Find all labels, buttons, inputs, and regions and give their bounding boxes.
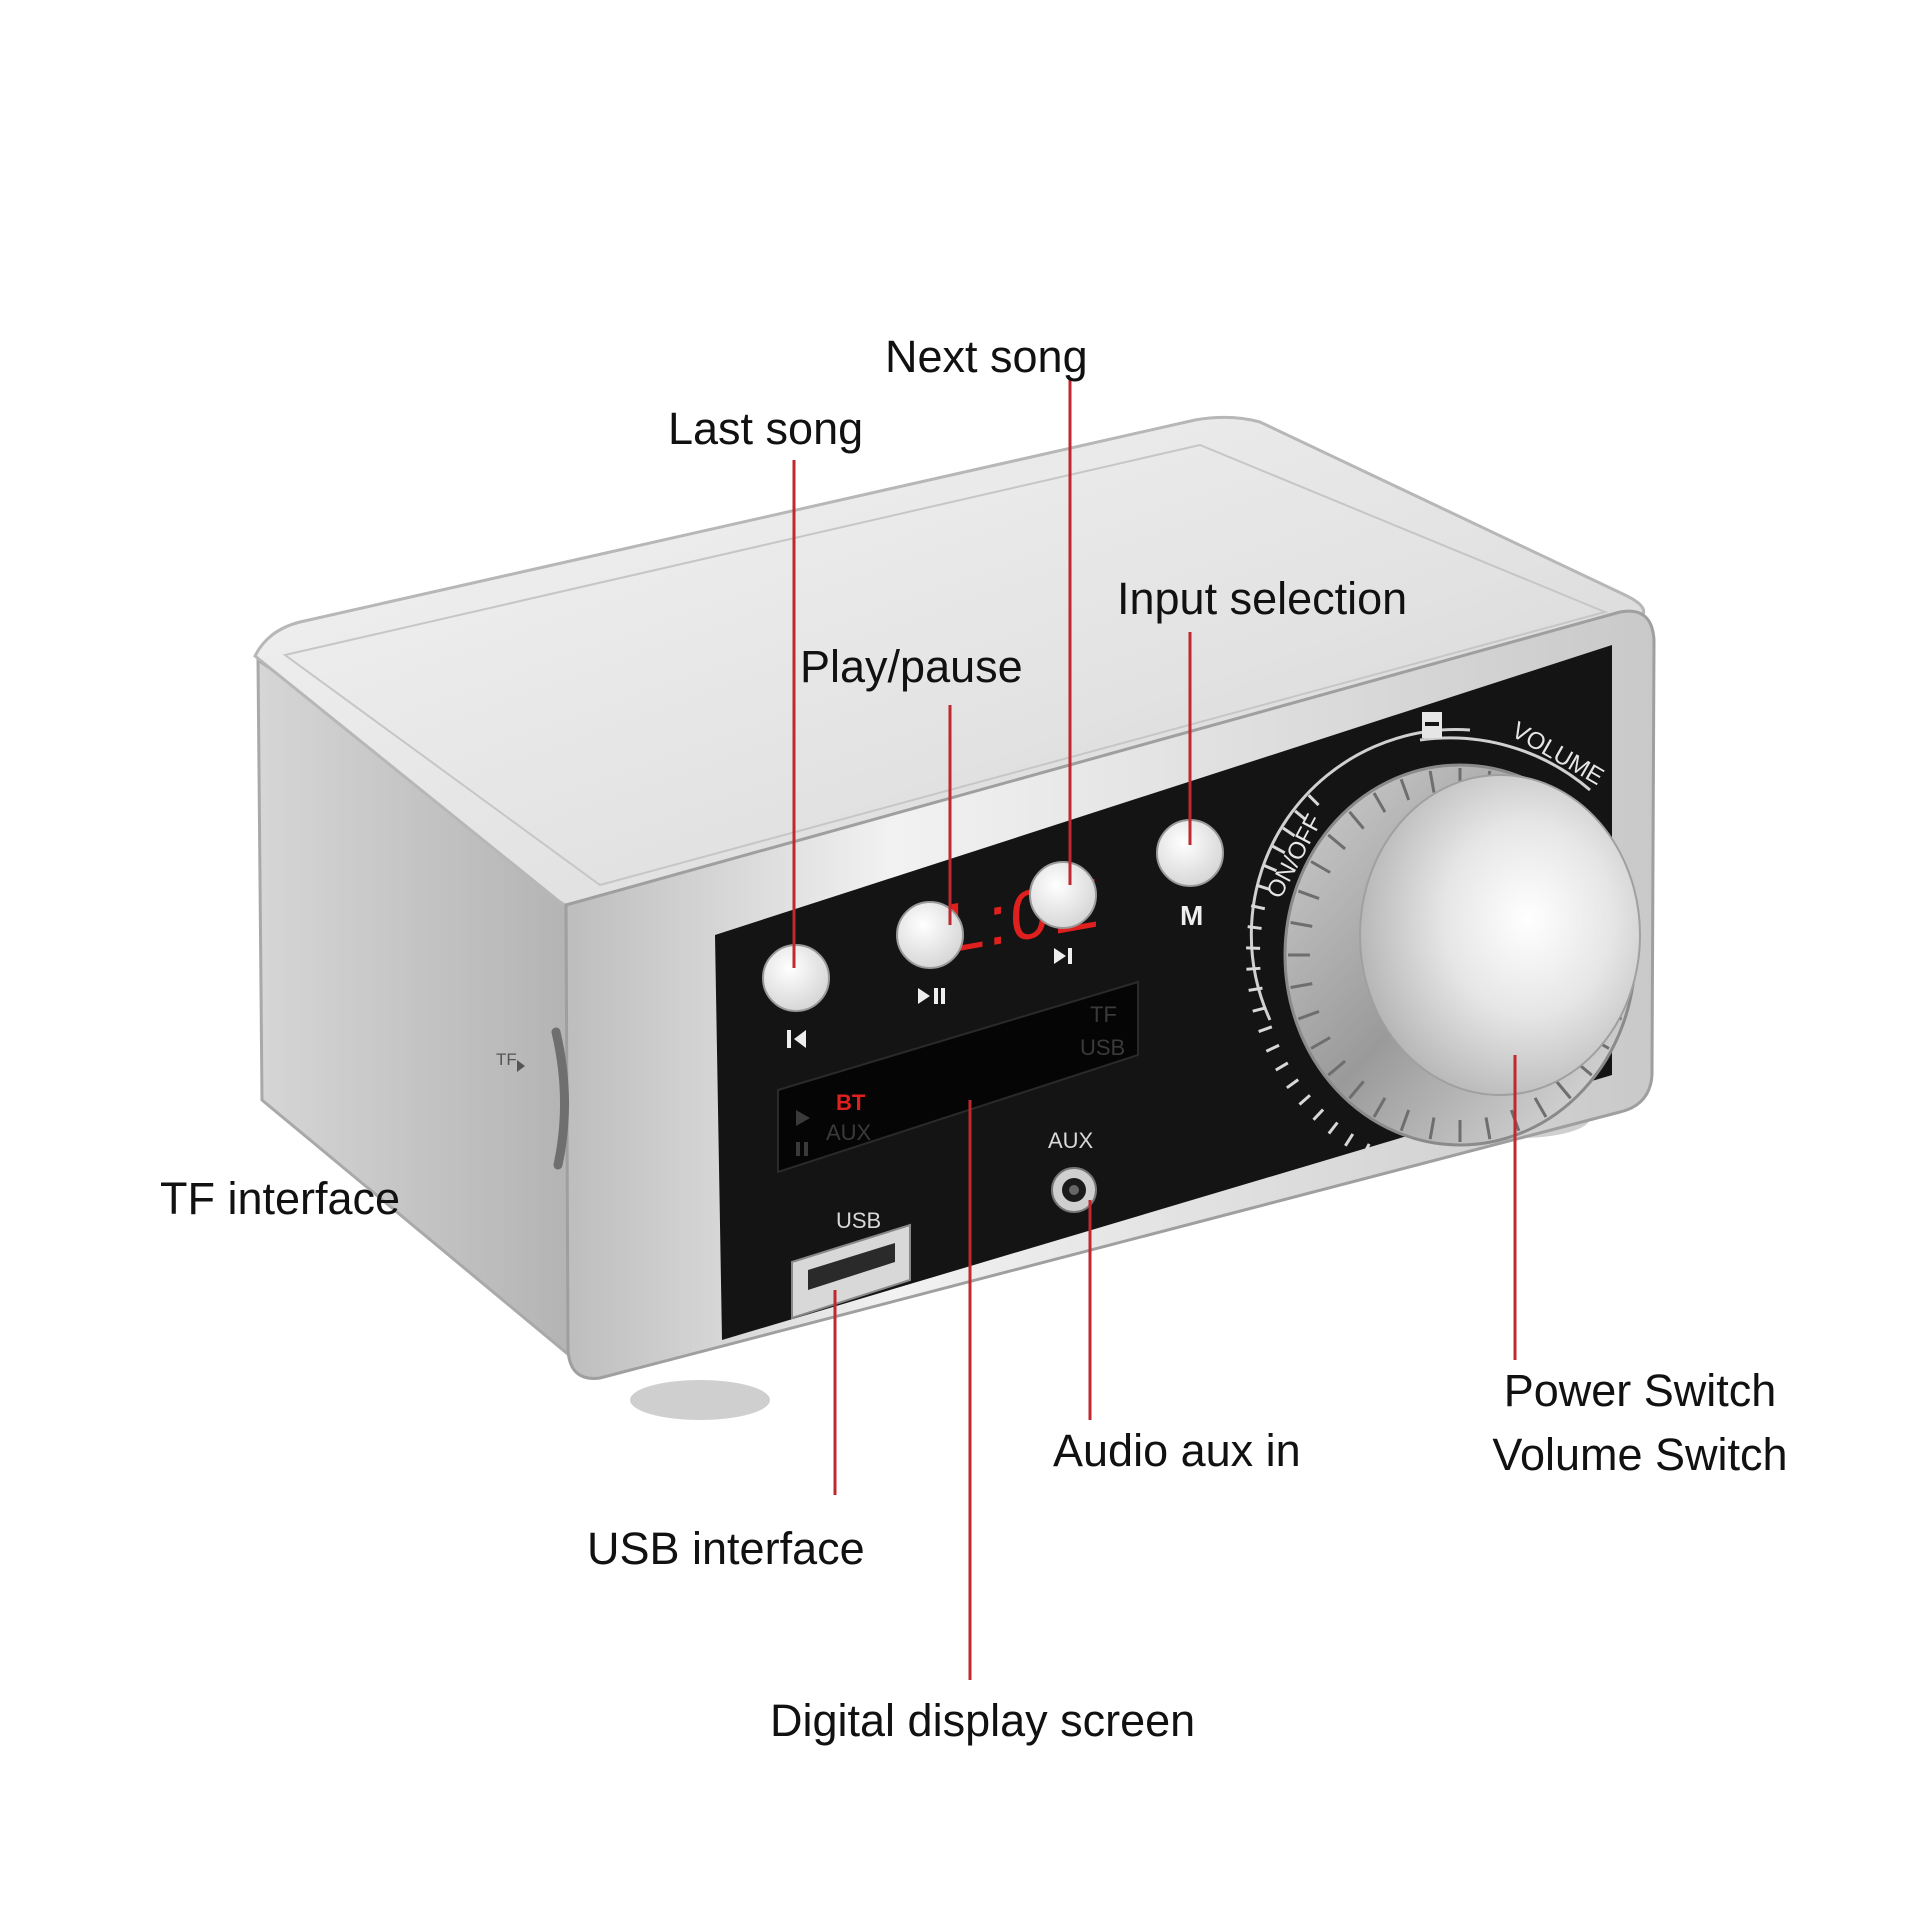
top-inset — [282, 443, 1609, 887]
knurl-line — [1428, 1117, 1436, 1140]
scale-tick — [1271, 844, 1286, 855]
label-digital-display-screen: Digital display screen — [770, 1695, 1196, 1746]
knurl-line — [1327, 833, 1347, 851]
knurl-line — [1310, 1036, 1331, 1050]
knurl-line — [1290, 921, 1313, 928]
foot-left — [630, 1380, 770, 1420]
knurl-line — [1399, 1109, 1411, 1132]
power-volume-knob[interactable] — [1283, 763, 1641, 1147]
prev-icon — [787, 1030, 806, 1048]
volume-minus-glyph — [1425, 722, 1439, 726]
label-audio-aux-in: Audio aux in — [1053, 1425, 1301, 1476]
scale-tick — [1379, 1151, 1388, 1166]
scale-tick — [1294, 809, 1307, 822]
aux-jack[interactable] — [1051, 1167, 1097, 1213]
knurl-line — [1310, 860, 1331, 874]
display-play-icon — [796, 1110, 810, 1126]
display-mode: BT — [836, 1090, 866, 1115]
aux-port-label: AUX — [1048, 1128, 1094, 1153]
scale-tick — [1256, 883, 1271, 891]
scale-tick — [1248, 986, 1263, 992]
display-usb: USB — [1080, 1035, 1125, 1060]
scale-tick — [1263, 863, 1278, 873]
scale-tick — [1312, 1108, 1325, 1121]
knurl-line — [1372, 1097, 1387, 1118]
label-last-song: Last song — [668, 403, 864, 454]
scale-tick — [1275, 1061, 1289, 1072]
knurl-line — [1297, 889, 1320, 900]
label-tf-interface: TF interface — [160, 1173, 401, 1224]
label-next-song: Next song — [885, 331, 1088, 382]
input-button-label: M — [1180, 900, 1203, 931]
scale-tick — [1247, 925, 1262, 930]
knurl-line — [1555, 1080, 1572, 1100]
display-pause-icon — [796, 1142, 800, 1156]
last-song-button[interactable] — [762, 944, 830, 1012]
scale-tick — [1298, 1094, 1311, 1106]
knurl-line — [1533, 1097, 1548, 1118]
tf-slot — [551, 1027, 569, 1170]
knurl-line — [1290, 982, 1313, 989]
next-song-button[interactable] — [1029, 861, 1097, 929]
knurl-line — [1372, 792, 1387, 813]
scale-tick — [1252, 1006, 1267, 1013]
label-input-selection: Input selection — [1117, 573, 1408, 624]
scale-tick — [1258, 1025, 1273, 1033]
usb-port-label: USB — [836, 1208, 881, 1233]
display-tf: TF — [1090, 1002, 1117, 1027]
volume-scale — [1249, 728, 1591, 1021]
scale-tick — [1250, 904, 1266, 911]
scale-tick — [1361, 1143, 1371, 1158]
label-play-pause: Play/pause — [800, 641, 1023, 692]
next-icon — [1054, 948, 1072, 964]
knurl-line — [1348, 1080, 1365, 1100]
play-pause-icon — [918, 988, 945, 1004]
knurl-line — [1484, 1117, 1492, 1140]
label-power-switch: Power Switch — [1503, 1365, 1777, 1416]
knurl-line — [1428, 770, 1436, 793]
knurl-line — [1348, 810, 1365, 830]
label-usb-interface: USB interface — [587, 1523, 865, 1574]
scale-tick — [1246, 966, 1261, 971]
display-window — [777, 980, 1139, 1174]
leader-lines — [792, 380, 1517, 1680]
play-pause-button[interactable] — [896, 901, 964, 969]
knurl-line — [1297, 1010, 1320, 1021]
knurl-line — [1327, 1059, 1347, 1077]
usb-port[interactable] — [791, 1223, 911, 1320]
scale-tick — [1285, 1078, 1300, 1090]
scale-tick — [1344, 1133, 1355, 1147]
scale-tick — [1282, 826, 1296, 838]
scale-tick — [1307, 794, 1320, 807]
label-volume-switch: Volume Switch — [1492, 1428, 1788, 1480]
scale-tick — [1327, 1121, 1339, 1135]
display-pause-icon — [804, 1142, 808, 1156]
side-tf-label: TF — [496, 1050, 517, 1069]
label-power-volume: Power Switch Volume Switch — [1492, 1362, 1787, 1483]
side-tf-arrow-icon — [517, 1060, 525, 1072]
knurl-line — [1399, 778, 1411, 801]
scale-tick — [1265, 1043, 1280, 1053]
volume-scale-ticks — [1246, 794, 1388, 1166]
display-aux: AUX — [826, 1120, 872, 1145]
